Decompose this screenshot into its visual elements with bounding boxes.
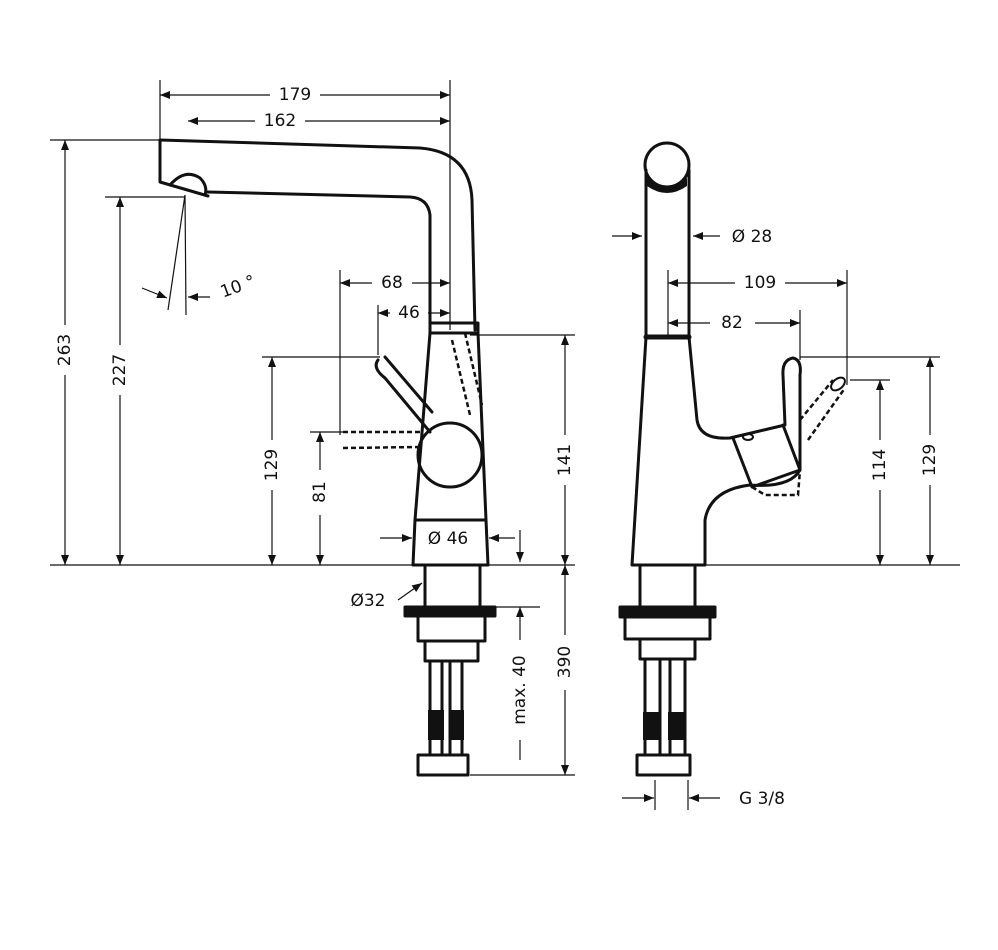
dim-129-front: 129 (920, 444, 940, 476)
front-view-dimension-lines (612, 232, 960, 810)
side-view-faucet (158, 138, 497, 777)
dim-227: 227 (110, 354, 130, 386)
dim-141: 141 (555, 444, 575, 476)
lever-handle (374, 355, 434, 434)
dim-263: 263 (55, 334, 75, 366)
dim-129: 129 (262, 449, 282, 481)
front-view-faucet (618, 141, 847, 777)
dim-114: 114 (870, 449, 890, 481)
lever-knob (416, 421, 484, 489)
spout (158, 138, 477, 332)
dim-diameter-32: Ø32 (350, 591, 385, 611)
side-view-dimension-lines (50, 80, 575, 776)
dim-10-degree: 10 ° (218, 272, 258, 303)
faucet-body-front (630, 335, 802, 567)
spout-aerator (168, 172, 208, 197)
dim-390: 390 (555, 646, 575, 678)
dim-46-lever: 46 (398, 303, 420, 323)
dim-g-3-8: G 3/8 (739, 789, 785, 809)
dim-81: 81 (310, 481, 330, 503)
supply-hoses (428, 659, 464, 757)
dim-diameter-28: Ø 28 (732, 227, 772, 247)
lever-front-alt-position (751, 379, 847, 497)
dim-diameter-46: Ø 46 (428, 529, 468, 549)
hose-nut-front (635, 753, 692, 777)
dim-109: 109 (744, 273, 776, 293)
supply-hoses-front (643, 657, 687, 757)
dim-162: 162 (264, 111, 296, 131)
dim-max-40: max. 40 (510, 655, 530, 724)
dim-68: 68 (381, 273, 403, 293)
front-view-dimension-labels: Ø 28 109 82 114 129 G 3/8 (721, 227, 940, 809)
spout-top (643, 141, 691, 189)
hose-nut (416, 753, 470, 777)
dim-179: 179 (279, 85, 311, 105)
side-view-dimension-labels: 179 162 263 227 10 ° 68 46 129 81 141 Ø … (55, 85, 575, 725)
dim-82: 82 (721, 313, 743, 333)
